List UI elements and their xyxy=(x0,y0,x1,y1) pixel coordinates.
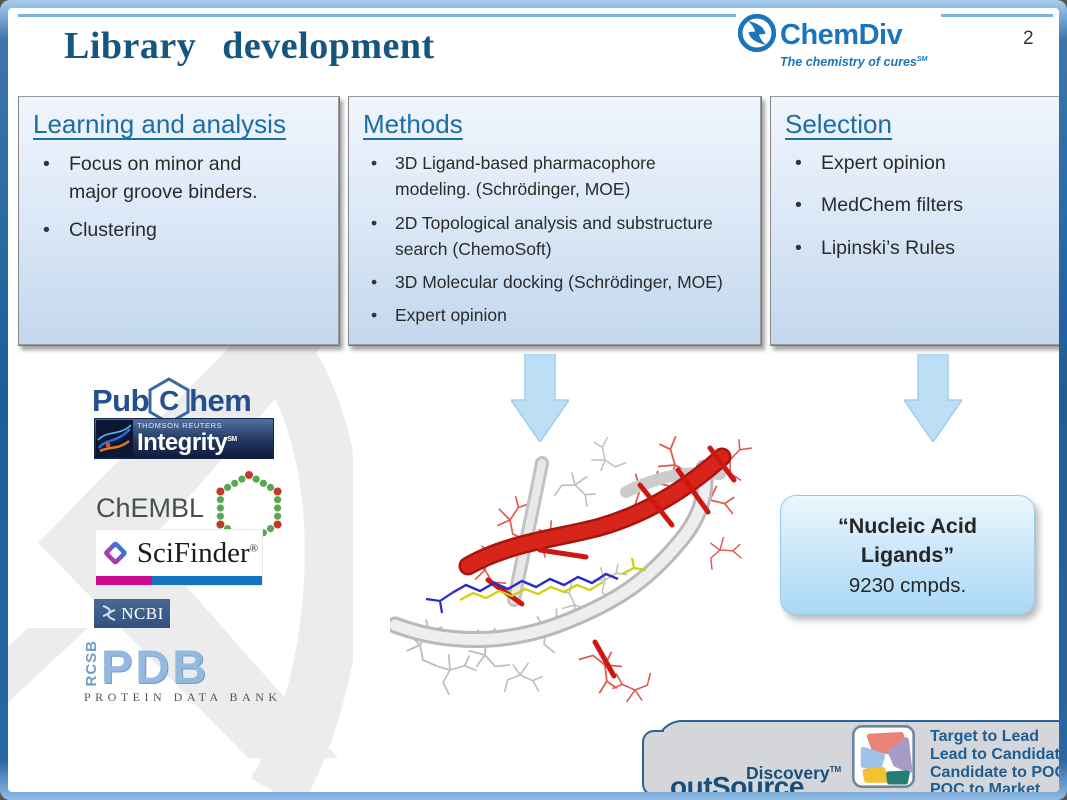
ncbi-dna-icon xyxy=(102,604,116,621)
stage-map-icon xyxy=(852,725,915,788)
chemdiv-tagline: The chemistry of curesSM xyxy=(780,55,928,69)
pdb-logo: RCSB PDB PROTEIN DATA BANK xyxy=(83,639,282,705)
bullet-item: 3D Ligand-based pharmacophore modeling. … xyxy=(363,150,733,203)
stage-item: POC to Market xyxy=(930,781,1041,792)
discovery-text: DiscoveryTM xyxy=(746,763,842,783)
bullet-list: Focus on minor and major groove binders.… xyxy=(33,150,325,244)
slide-content: Library development ChemDiv The chemistr… xyxy=(8,8,1059,792)
bullet-list: Expert opinion MedChem filters Lipinski’… xyxy=(785,150,1052,262)
outsource-text: outSource xyxy=(670,771,804,792)
integrity-brand: THOMSON REUTERS xyxy=(137,421,223,431)
pubchem-logo: Pub C hem xyxy=(92,376,252,426)
integrity-logo: THOMSON REUTERS IntegritySM xyxy=(94,418,274,459)
chemdiv-wordmark: ChemDiv xyxy=(780,19,903,51)
box-heading: Selection xyxy=(785,109,892,139)
bullet-item: Expert opinion xyxy=(785,150,1052,178)
scifinder-diamond-icon xyxy=(104,541,127,565)
bullet-item: 3D Molecular docking (Schrödinger, MOE) xyxy=(363,269,733,296)
dna-helix-image xyxy=(390,430,752,707)
box-heading: Learning and analysis xyxy=(33,109,286,139)
chemdiv-logo-icon xyxy=(736,12,778,59)
pubchem-text: Pub xyxy=(92,383,150,418)
chemdiv-logo: ChemDiv The chemistry of curesSM xyxy=(736,12,941,78)
pdb-text: PDB xyxy=(101,639,210,693)
bullet-item: Expert opinion xyxy=(363,302,733,329)
outsource-logo: DiscoveryTM outSource xyxy=(668,762,858,792)
scifinder-logo: SciFinder® xyxy=(96,530,262,585)
down-arrow-icon xyxy=(904,354,962,442)
bullet-item: Focus on minor and major groove binders. xyxy=(33,150,284,207)
stage-item: Lead to Candidate xyxy=(930,745,1059,763)
selection-box: Selection Expert opinion MedChem filters… xyxy=(770,96,1059,346)
ncbi-text: NCBI xyxy=(121,603,164,623)
bullet-item: 2D Topological analysis and substructure… xyxy=(363,210,733,263)
bullet-item: Lipinski’s Rules xyxy=(785,235,1052,263)
ncbi-logo: NCBI xyxy=(94,599,170,628)
result-count: 9230 cmpds. xyxy=(848,574,967,598)
stage-item: Candidate to POC xyxy=(930,763,1059,781)
pubchem-text: hem xyxy=(189,383,252,418)
box-heading: Methods xyxy=(363,109,463,139)
methods-box: Methods 3D Ligand-based pharmacophore mo… xyxy=(348,96,762,346)
database-logos: Pub C hem THOMSON REUTERS IntegrityS xyxy=(78,368,308,708)
integrity-art-icon xyxy=(96,420,133,457)
result-quote: “Nucleic Acid Ligands” xyxy=(838,513,977,567)
pdb-rcsb-text: RCSB xyxy=(83,640,100,687)
bullet-list: 3D Ligand-based pharmacophore modeling. … xyxy=(363,150,747,329)
bullet-item: Clustering xyxy=(33,216,284,245)
page-title: Library development xyxy=(64,25,435,67)
integrity-name: IntegritySM xyxy=(137,428,237,456)
chembl-text: ChEMBL xyxy=(96,492,205,523)
page-number: 2 xyxy=(1023,28,1034,49)
scifinder-text: SciFinder® xyxy=(136,536,258,569)
svg-text:C: C xyxy=(159,385,179,416)
stage-list: Target to Lead Lead to Candidate Candida… xyxy=(930,728,1059,792)
down-arrow-icon xyxy=(511,354,569,442)
header-accent-line xyxy=(18,14,1053,17)
pdb-subtitle: PROTEIN DATA BANK xyxy=(84,689,282,704)
bullet-item: MedChem filters xyxy=(785,192,1052,220)
scifinder-bar xyxy=(96,576,262,585)
footer-band: DiscoveryTM outSource Target to Lead Lea… xyxy=(642,720,1059,792)
learning-analysis-box: Learning and analysis Focus on minor and… xyxy=(18,96,340,346)
stage-item: Target to Lead xyxy=(930,728,1040,745)
result-box: “Nucleic Acid Ligands” 9230 cmpds. xyxy=(780,495,1035,615)
